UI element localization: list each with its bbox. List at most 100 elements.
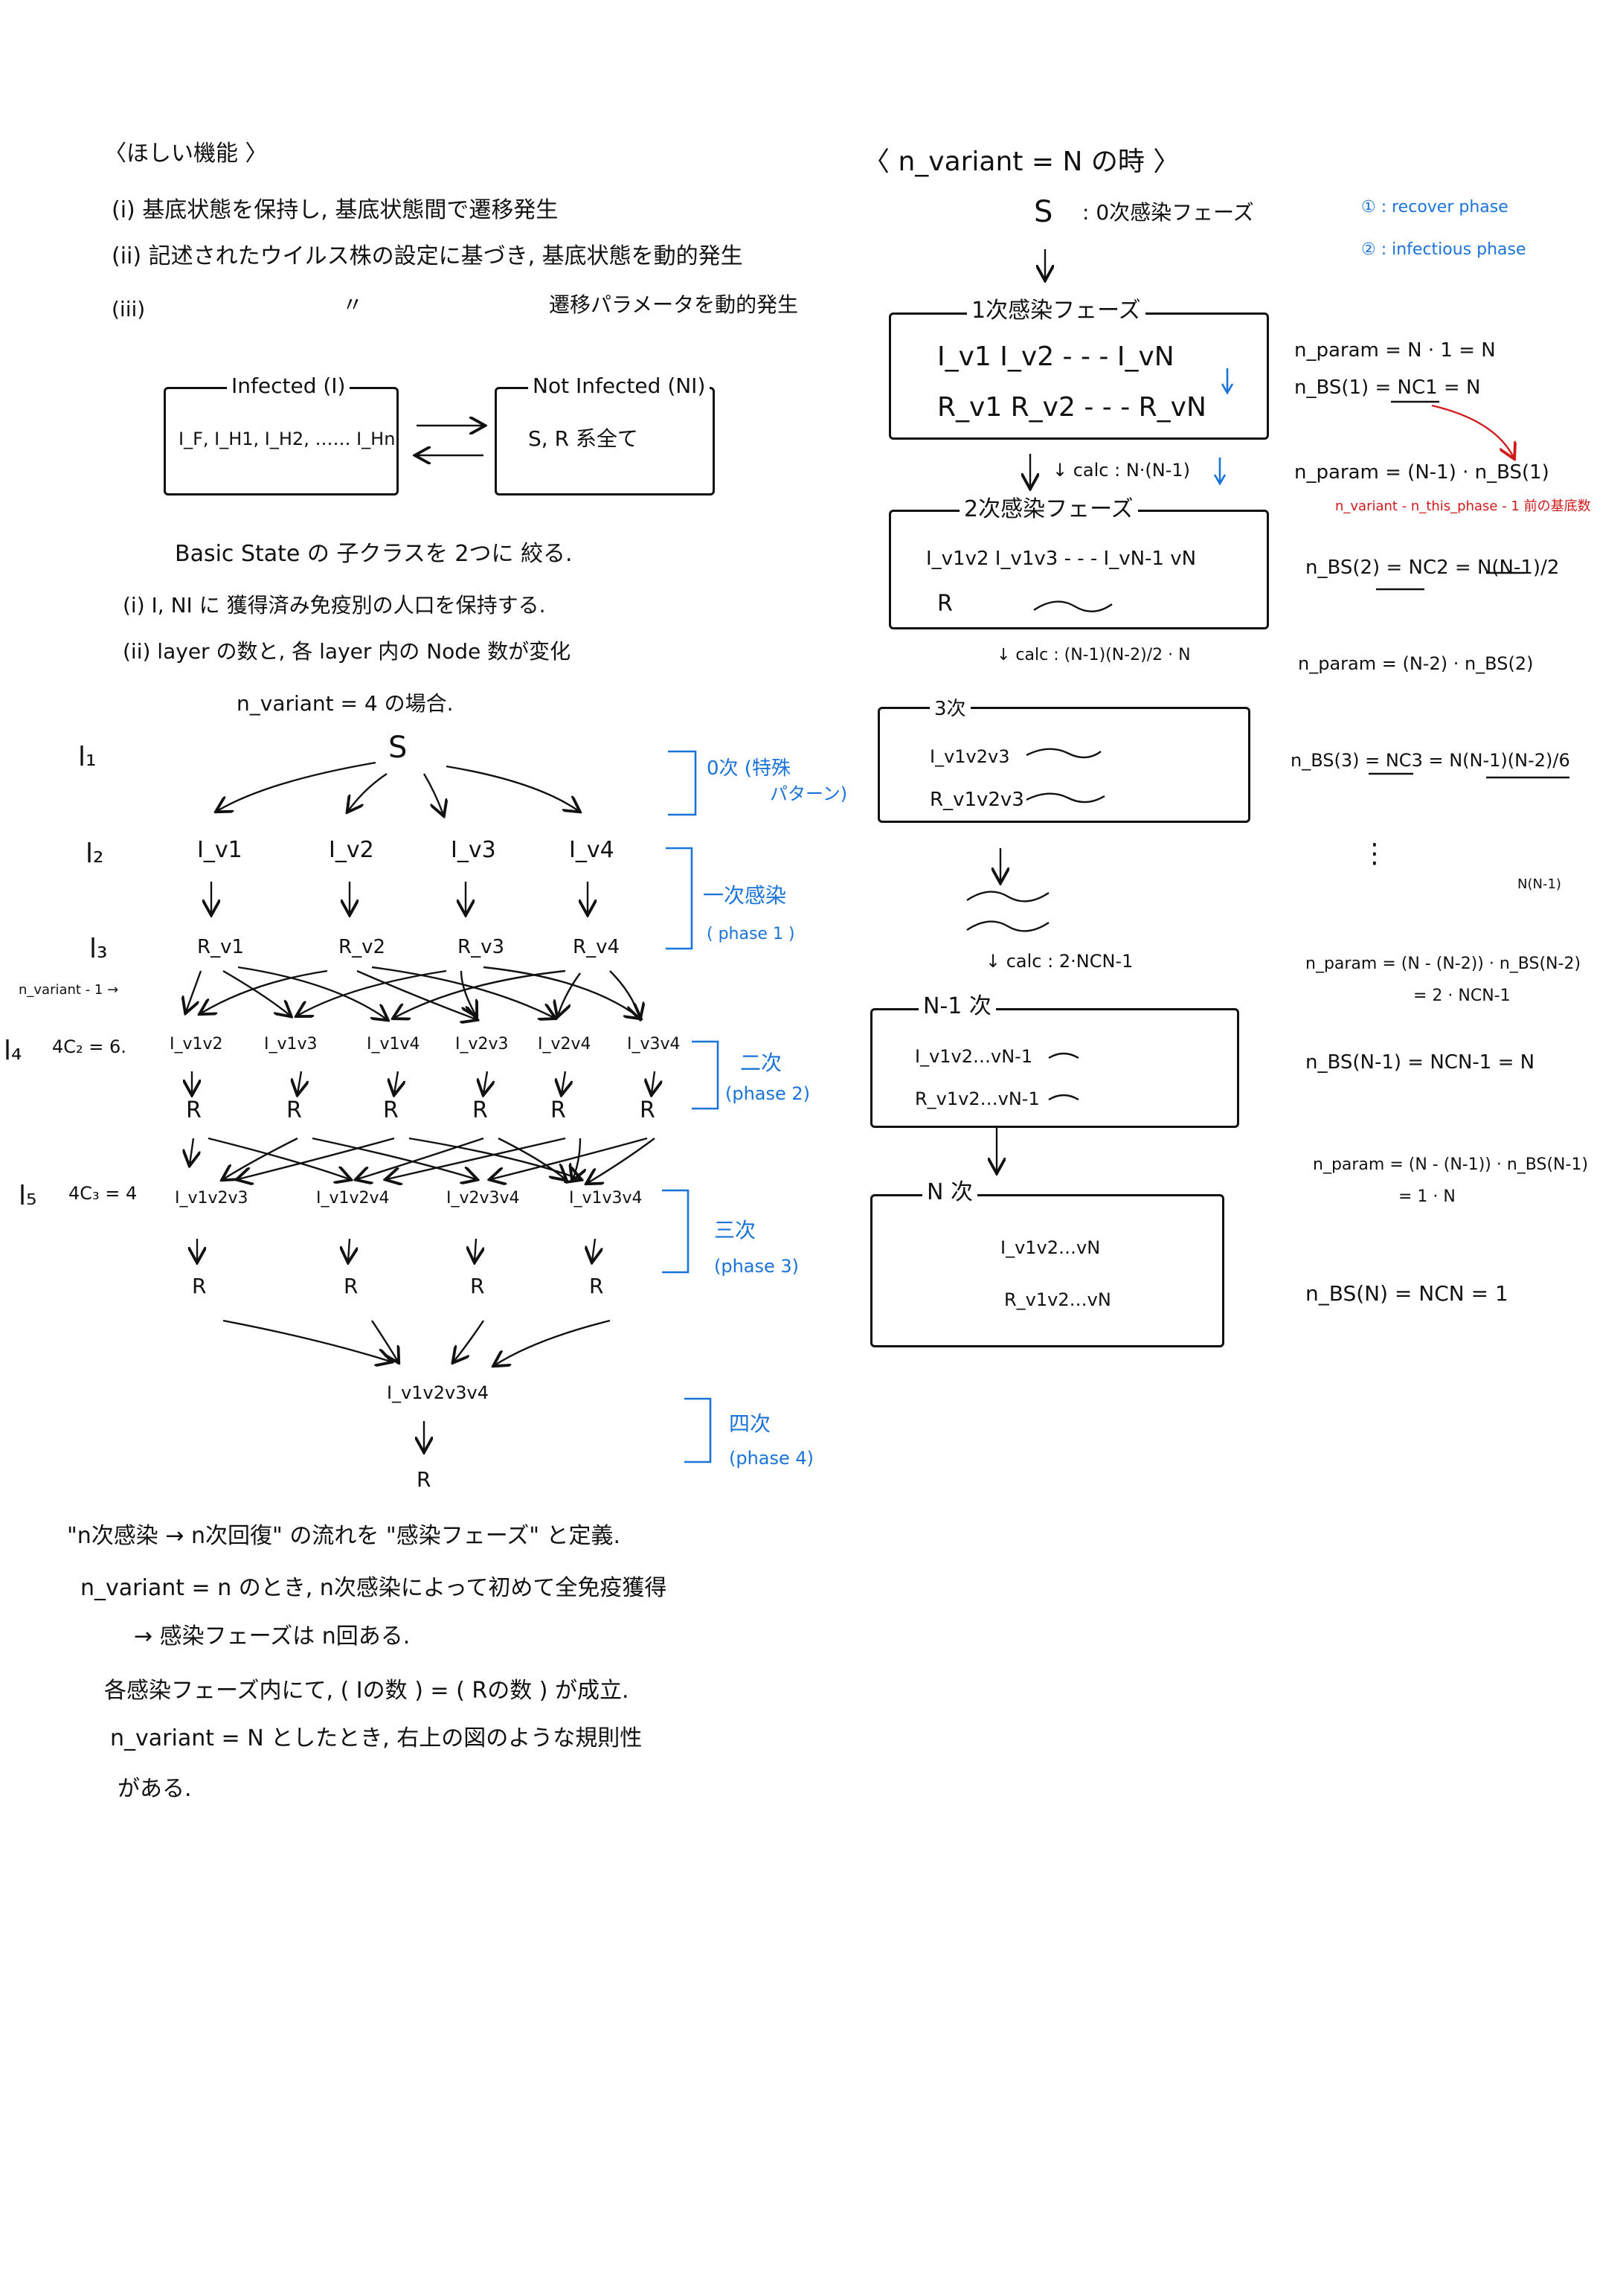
node-rv4: R_v4	[573, 936, 620, 958]
phase-1-label: 一次感染	[703, 883, 787, 908]
not-infected-title: Not Infected (NI)	[528, 376, 710, 397]
phase-2-recovered-row: R	[937, 591, 953, 617]
phase-4-label: 四次	[729, 1411, 771, 1436]
node-pair-1: I_v1v2	[170, 1035, 223, 1054]
note-line-3: → 感染フェーズは n回ある.	[134, 1623, 411, 1649]
basic-state-item-1: (i) I, NI に 獲得済み免疫別の人口を保持する.	[123, 593, 546, 618]
node-pair-r-6: R	[640, 1097, 655, 1123]
formula-nbs-n-minus-1: n_BS(N-1) = NCN-1 = N	[1305, 1051, 1535, 1074]
infected-title: Infected (I)	[227, 376, 350, 397]
node-pair-6: I_v3v4	[627, 1035, 681, 1054]
note-line-2: n_variant = n のとき, n次感染によって初めて全免疫獲得	[80, 1575, 667, 1601]
requirement-1: (i) 基底状態を保持し, 基底状態間で遷移発生	[112, 197, 559, 223]
note-line-4: 各感染フェーズ内にて, ( Iの数 ) = ( Rの数 ) が成立.	[104, 1678, 629, 1704]
bracket-phase0	[668, 750, 697, 816]
requirement-3-number: (iii)	[112, 297, 146, 321]
phase-1-infected-row: I_v1 I_v2 - - - I_vN	[937, 341, 1174, 372]
right-node-s: S	[1034, 195, 1053, 229]
not-infected-body: S, R 系全て	[528, 426, 638, 451]
phase-3-box	[878, 707, 1250, 823]
phase-1-title: 1次感染フェーズ	[967, 300, 1145, 322]
phase-0-label-sub: パターン)	[770, 783, 848, 804]
note-line-5: n_variant = N としたとき, 右上の図のような規則性	[110, 1725, 643, 1751]
note-line-1: "n次感染 → n次回復" の流れを "感染フェーズ" と定義.	[67, 1523, 621, 1549]
node-iv2: I_v2	[329, 837, 374, 863]
node-pair-r-1: R	[186, 1097, 202, 1123]
node-quad: I_v1v2v3v4	[387, 1382, 489, 1403]
phase-n-minus-1-recovered-row: R_v1v2…vN-1	[915, 1088, 1040, 1109]
phase-4-label-sub: (phase 4)	[729, 1448, 814, 1469]
formula-nparam-1: n_param = N · 1 = N	[1294, 339, 1496, 362]
right-heading: 〈 n_variant = N の時 〉	[863, 147, 1180, 177]
layer-label-1: l₁	[78, 742, 97, 772]
formula-nparam-n-minus-2-result: = 2 · NCN-1	[1413, 987, 1511, 1005]
formula-nparam-n-minus-2: n_param = (N - (N-2)) · n_BS(N-2)	[1305, 955, 1581, 973]
bracket-phase3	[662, 1189, 690, 1274]
n-variant-minus-1-label: n_variant - 1 →	[19, 982, 119, 998]
phase-2-label: 二次	[740, 1051, 782, 1075]
formula-nbs-n: n_BS(N) = NCN = 1	[1305, 1281, 1508, 1306]
requirement-3-ditto: 〃	[342, 292, 364, 317]
phase-2-label-sub: (phase 2)	[725, 1083, 811, 1104]
arrow-s-iv3	[422, 773, 443, 815]
n-variant-4-caption: n_variant = 4 の場合.	[237, 691, 454, 716]
phase-3-label: 三次	[714, 1218, 756, 1242]
phase-2-infected-row: I_v1v2 I_v1v3 - - - I_vN-1 vN	[926, 548, 1197, 570]
basic-state-item-2: (ii) layer の数と, 各 layer 内の Node 数が変化	[123, 639, 571, 664]
phase-3-label-sub: (phase 3)	[714, 1256, 800, 1277]
phase-last-calc: ↓ calc : 2·NCN-1	[986, 951, 1134, 972]
legend-recover: ① : recover phase	[1361, 198, 1508, 217]
node-iv4: I_v4	[569, 837, 614, 863]
requirement-3-text: 遷移パラメータを動的発生	[549, 292, 799, 317]
node-pair-r-3: R	[383, 1097, 399, 1123]
phase-2-calc: ↓ calc : (N-1)(N-2)/2 · N	[997, 646, 1191, 664]
arrow-s-iv1	[217, 761, 376, 811]
arrow-s-iv4	[446, 765, 579, 811]
bracket-phase1	[666, 847, 693, 950]
node-triple-1: I_v1v2v3	[175, 1189, 248, 1208]
phase-n-infected-row: I_v1v2…vN	[1000, 1237, 1101, 1258]
node-triple-r-4: R	[589, 1274, 604, 1298]
infected-body: I_F, I_H1, I_H2, …… I_Hn	[179, 429, 396, 449]
formula-nparam-n-minus-1-result: = 1 · N	[1398, 1187, 1456, 1206]
node-rv1: R_v1	[197, 936, 244, 958]
basic-state-note: Basic State の 子クラスを 2つに 絞る.	[175, 541, 573, 567]
combination-4c2: 4C₂ = 6.	[52, 1036, 126, 1057]
phase-2-title: 2次感染フェーズ	[960, 498, 1138, 521]
node-iv3: I_v3	[451, 837, 496, 863]
arrow-rv1-pairs	[186, 970, 202, 1012]
node-pair-3: I_v1v4	[367, 1035, 420, 1054]
node-s: S	[388, 731, 408, 765]
phase-0-label: 0次 (特殊	[707, 757, 791, 780]
zero-phase-label: : 0次感染フェーズ	[1082, 200, 1254, 225]
node-rv3: R_v3	[457, 936, 504, 958]
requirement-2: (ii) 記述されたウイルス株の設定に基づき, 基底状態を動的発生	[112, 243, 743, 269]
arrow-s-iv2	[348, 773, 388, 811]
formula-nparam-n-minus-1: n_param = (N - (N-1)) · n_BS(N-1)	[1313, 1155, 1589, 1174]
node-quad-r: R	[417, 1467, 431, 1492]
phase-1-label-sub: ( phase 1 )	[707, 925, 795, 943]
left-heading: 〈ほしい機能 〉	[104, 141, 268, 167]
node-triple-r-1: R	[192, 1274, 207, 1298]
layer-label-3: l₃	[89, 934, 108, 964]
combination-4c3: 4C₃ = 4	[68, 1183, 138, 1204]
node-pair-r-4: R	[472, 1097, 488, 1123]
node-triple-r-3: R	[470, 1274, 485, 1298]
formula-ellipsis: ⋮	[1361, 838, 1388, 869]
phase-1-recovered-row: R_v1 R_v2 - - - R_vN	[937, 392, 1206, 423]
phase-3-recovered-row: R_v1v2v3	[930, 789, 1024, 811]
phase-3-infected-row: I_v1v2v3	[930, 746, 1010, 767]
phase-3-title: 3次	[930, 699, 971, 719]
node-triple-2: I_v1v2v4	[316, 1189, 390, 1208]
node-triple-4: I_v1v3v4	[569, 1189, 643, 1208]
bracket-phase4	[684, 1397, 712, 1463]
node-pair-5: I_v2v4	[538, 1035, 591, 1054]
node-pair-r-2: R	[286, 1097, 302, 1123]
phase-n-title: N 次	[922, 1181, 977, 1204]
formula-nbs-3: n_BS(3) = NC3 = N(N-1)(N-2)/6	[1291, 750, 1570, 771]
formula-nbs-2: n_BS(2) = NC2 = N(N-1)/2	[1305, 557, 1560, 579]
layer-label-5: l₅	[19, 1181, 37, 1211]
node-pair-2: I_v1v3	[264, 1035, 318, 1054]
phase-n-recovered-row: R_v1v2…vN	[1004, 1289, 1111, 1310]
phase-n-minus-1-title: N-1 次	[919, 995, 996, 1018]
